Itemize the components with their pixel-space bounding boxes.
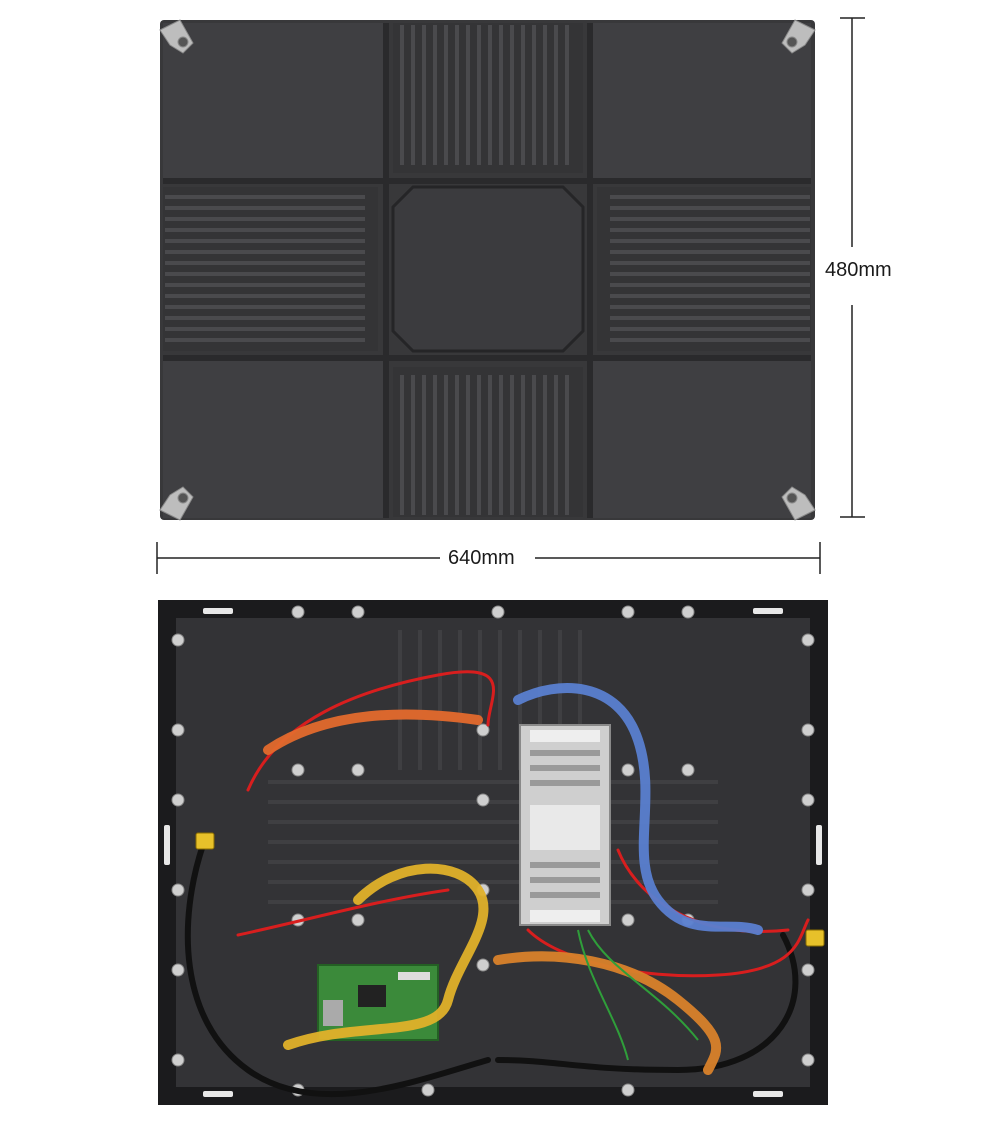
bracket-icon: [781, 19, 816, 54]
cabinet-back-view: [155, 15, 820, 525]
ribs-left: [163, 187, 378, 351]
width-label: 640mm: [448, 546, 515, 570]
bracket-icon: [781, 486, 816, 521]
cabinet-interior-illustration: [158, 600, 828, 1105]
cabinet-back-illustration: [159, 19, 816, 521]
cabinet-interior-view: [158, 600, 828, 1105]
power-supply-unit: [519, 724, 611, 926]
ribs-right: [597, 187, 811, 351]
center-plate: [391, 185, 585, 353]
height-dimension: [835, 15, 875, 520]
quadrant-bottom-left: [163, 360, 383, 518]
ribs-top: [393, 23, 583, 173]
height-label: 480mm: [825, 258, 892, 282]
power-connector-icon: [195, 832, 215, 850]
bracket-icon: [159, 486, 194, 521]
quadrant-top-right: [593, 23, 811, 183]
quadrant-bottom-right: [593, 360, 811, 518]
quadrant-top-left: [163, 23, 383, 183]
bracket-icon: [159, 19, 194, 54]
width-dimension: [155, 540, 823, 576]
power-connector-icon: [805, 929, 825, 947]
ribs-bottom: [393, 367, 583, 517]
